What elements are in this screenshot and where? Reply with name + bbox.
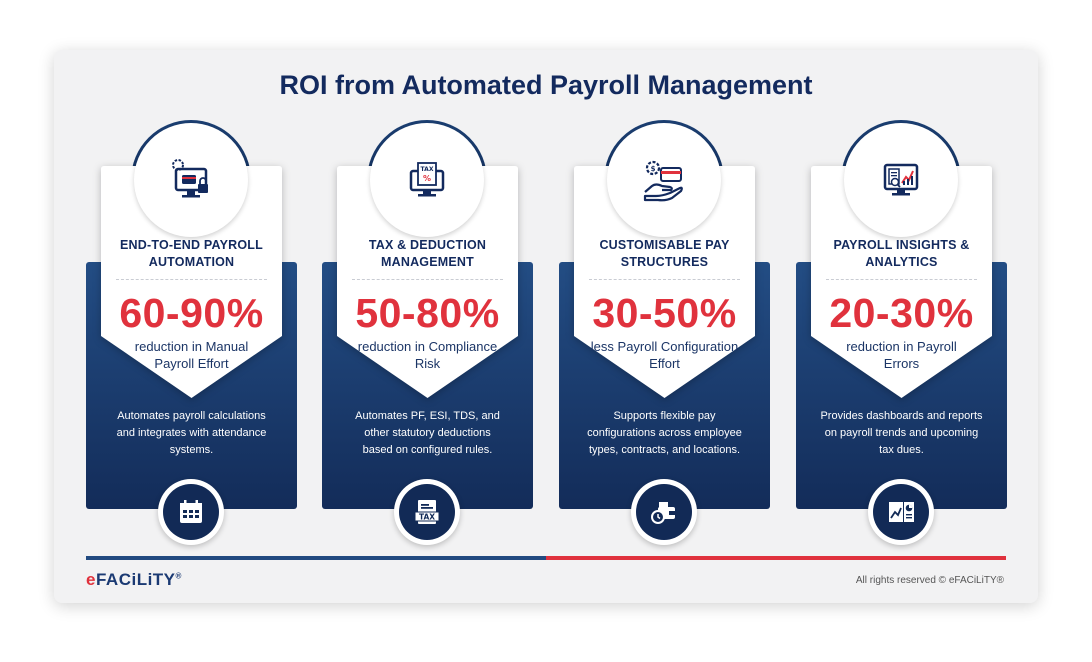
svg-text:$: $ [651,165,656,173]
footer-bar-blue [86,556,546,560]
tax-document-icon: TAX [399,484,455,540]
divider [352,279,503,280]
card-shield [337,166,518,398]
page-title: ROI from Automated Payroll Management [279,70,813,100]
divider [826,279,977,280]
hand-card-gear-icon: $ [607,123,721,237]
card-heading: PAYROLL INSIGHTS & ANALYTICS [833,238,970,269]
stat-caption: reduction in Manual Payroll Effort [134,339,249,371]
card-shield [574,166,755,398]
card-heading: CUSTOMISABLE PAY STRUCTURES [599,238,730,269]
stat-caption: reduction in Compliance Risk [357,339,498,371]
card-insights-analytics: PAYROLL INSIGHTS & ANALYTICS 20-30% redu… [796,120,1007,547]
card-description: Automates PF, ESI, TDS, and other statut… [355,410,500,456]
copyright-text: All rights reserved © eFACiLiTY® [855,575,1004,586]
stat-value: 50-80% [355,290,500,336]
card-description: Automates payroll calculations and integ… [116,410,267,456]
wallet-clock-icon [636,484,692,540]
card-heading: END-TO-END PAYROLL AUTOMATION [120,238,263,269]
computer-gear-lock-icon [134,123,248,237]
analytics-monitor-icon [844,123,958,237]
card-pay-structures: $ CUSTOMISABLE PAY STRUCTURES 30-50% les… [559,120,770,547]
divider [589,279,740,280]
card-payroll-automation: END-TO-END PAYROLL AUTOMATION 60-90% red… [86,120,297,547]
svg-text:TAX: TAX [421,166,434,173]
card-tax-deduction: TAX % TAX & DEDUCTION MANAGEMENT 50-80% … [322,120,533,547]
card-shield [811,166,992,398]
card-description: Provides dashboards and reports on payro… [820,410,983,456]
footer-bar-red [546,556,1006,560]
card-heading: TAX & DEDUCTION MANAGEMENT [368,238,487,269]
bottom-badge [158,479,224,545]
card-shield [101,166,282,398]
stat-value: 60-90% [119,290,264,336]
divider [116,279,267,280]
calendar-icon [163,484,219,540]
stat-value: 20-30% [829,290,974,336]
stat-caption: reduction in Payroll Errors [846,339,957,371]
card-description: Supports flexible pay configurations acr… [587,410,742,456]
bottom-badge: TAX [394,479,460,545]
efacility-logo: eFACiLiTY® [86,570,182,589]
svg-text:%: % [423,174,431,183]
bottom-badge [631,479,697,545]
bottom-badge [868,479,934,545]
stat-value: 30-50% [592,290,737,336]
report-chart-icon [873,484,929,540]
svg-text:TAX: TAX [419,513,435,522]
tax-monitor-icon: TAX % [370,123,484,237]
stat-caption: less Payroll Configuration Effort [590,339,739,371]
